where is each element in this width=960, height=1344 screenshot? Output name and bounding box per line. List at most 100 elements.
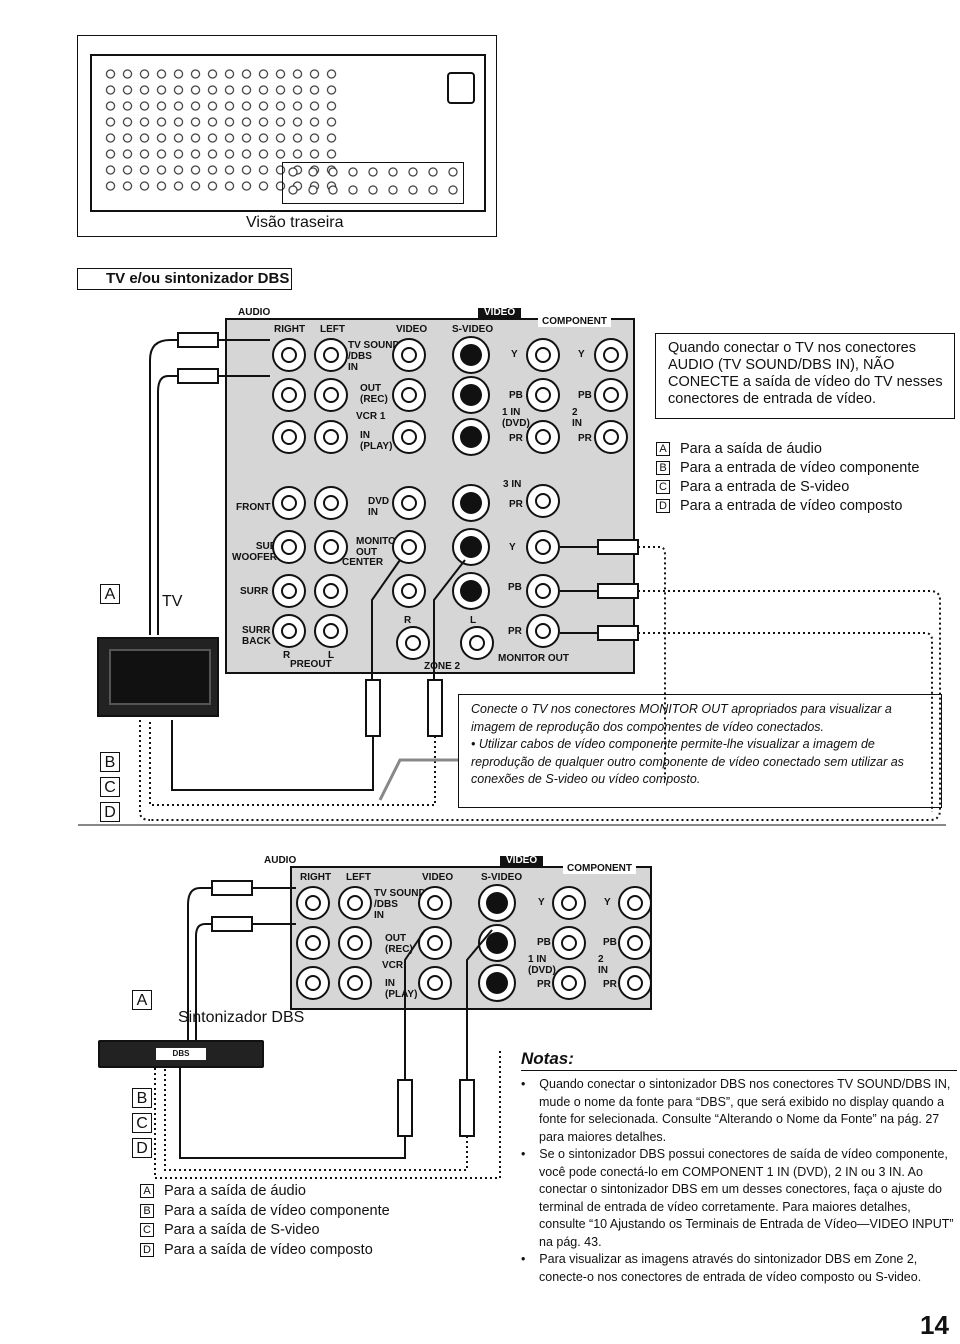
jack-monitor-out-2	[392, 574, 426, 608]
legend-tv-row-d: D Para a entrada de vídeo composto	[656, 497, 956, 516]
rear-jack-row	[282, 162, 464, 204]
rear-view-caption: Visão traseira	[246, 214, 344, 231]
zone2-label: ZONE 2	[424, 661, 461, 672]
right-label: RIGHT	[274, 324, 306, 335]
pr-label-dbs-1: PR	[537, 979, 551, 990]
note-text: Para visualizar as imagens através do si…	[539, 1252, 922, 1284]
jack-surrback-l	[314, 614, 348, 648]
vcr1-label: VCR 1	[356, 411, 386, 422]
preout-label: PREOUT	[290, 659, 332, 670]
legend-text: Para a entrada de vídeo composto	[680, 498, 903, 514]
dbs-side-letter-a: A	[132, 990, 152, 1010]
callout-bullet-content: Utilizar cabos de vídeo componente permi…	[471, 737, 904, 786]
dbs-jack-pb2	[618, 926, 652, 960]
dvd-in-label: DVD IN	[368, 496, 390, 518]
in3-label: 3 IN	[503, 479, 522, 490]
legend-text: Para a entrada de vídeo componente	[680, 460, 920, 476]
component-label-dbs: COMPONENT	[563, 864, 636, 874]
legend-text: Para a saída de vídeo composto	[164, 1241, 373, 1258]
side-letter-b: B	[100, 752, 120, 772]
r-label-b: R	[404, 615, 412, 626]
tv-set	[97, 637, 219, 717]
jack-monitor-y	[526, 530, 560, 564]
dbs-side-letter-b: B	[132, 1088, 152, 1108]
jack-zone2-l	[460, 626, 494, 660]
pb-label-dbs-2: PB	[603, 937, 617, 948]
dbs-jack-y2	[618, 886, 652, 920]
l-label-b: L	[470, 615, 477, 626]
pr-label-dbs-2: PR	[603, 979, 617, 990]
tv-label: TV	[162, 593, 183, 610]
jack-right-2	[272, 378, 306, 412]
note-item-2: • Se o sintonizador DBS possui conectore…	[521, 1147, 954, 1249]
jack-center	[314, 530, 348, 564]
section-heading-tv: TV e/ou sintonizador DBS	[77, 268, 292, 290]
callout-box: Conecte o TV nos conectores MONITOR OUT …	[458, 694, 942, 808]
surr-back-label: SURR BACK	[242, 625, 271, 647]
jack-front-l	[314, 486, 348, 520]
monitor-out-label: MONITOR OUT	[356, 536, 404, 558]
jack-left-3	[314, 420, 348, 454]
dbs-jack-video-3	[418, 966, 452, 1000]
dbs-jack-video-1	[418, 886, 452, 920]
in2-label: 2 IN	[572, 407, 582, 429]
jack-right-3	[272, 420, 306, 454]
left-label-dbs: LEFT	[346, 872, 371, 883]
video-col-label: VIDEO	[396, 324, 428, 335]
jack-monitor-pr	[526, 614, 560, 648]
legend-text: Para a saída de áudio	[680, 441, 822, 457]
right-label-dbs: RIGHT	[300, 872, 332, 883]
svideo-jack-3	[452, 418, 490, 456]
y-label-1: Y	[511, 349, 518, 360]
y-label-3: Y	[509, 542, 516, 553]
video-tab-label-dbs: VIDEO	[500, 856, 544, 866]
notes-title: Notas:	[521, 1049, 574, 1068]
legend-letter: B	[140, 1203, 154, 1218]
note-item-3: • Para visualizar as imagens através do …	[521, 1252, 922, 1284]
left-label: LEFT	[320, 324, 345, 335]
legend-letter: C	[140, 1223, 154, 1238]
in-play-label-dbs: IN (PLAY)	[385, 978, 418, 1000]
dbs-side-letter-d: D	[132, 1138, 152, 1158]
jack-front-r	[272, 486, 306, 520]
jack-video-2	[392, 378, 426, 412]
jack-video-3	[392, 420, 426, 454]
jack-subwoofer	[272, 530, 306, 564]
jack-video-1	[392, 338, 426, 372]
legend-text: Para a saída de áudio	[164, 1183, 306, 1199]
pr-label-2: PR	[578, 433, 592, 444]
jack-left-2	[314, 378, 348, 412]
y-label-dbs-1: Y	[538, 897, 545, 908]
note-text: Quando conectar o sintonizador DBS nos c…	[539, 1077, 951, 1144]
r-label-a: R	[283, 650, 291, 661]
dbs-jack-left-2	[338, 926, 372, 960]
jack-comp-pb2	[594, 378, 628, 412]
callout-main-text: Conecte o TV nos conectores MONITOR OUT …	[471, 702, 892, 734]
legend-letter: C	[656, 480, 670, 495]
dbs-jack-left-1	[338, 886, 372, 920]
audio-tab-label-dbs: AUDIO	[260, 856, 301, 866]
y-label-2: Y	[578, 349, 585, 360]
svideo-jack-4	[452, 572, 490, 610]
tv-sound-label: TV SOUND /DBS IN	[348, 340, 400, 373]
dbs-jack-left-3	[338, 966, 372, 1000]
dbs-svideo-jack-3	[478, 964, 516, 1002]
power-inlet	[447, 72, 475, 104]
jack-dvd-video	[392, 486, 426, 520]
jack-surr-r	[272, 574, 306, 608]
svideo-jack-2	[452, 376, 490, 414]
jack-left-1	[314, 338, 348, 372]
legend-letter: D	[656, 499, 670, 514]
in-play-label: IN (PLAY)	[360, 430, 393, 452]
tv-screen	[109, 649, 211, 705]
legend-letter: D	[140, 1242, 154, 1257]
dbs-svideo-jack-2	[478, 924, 516, 962]
pr-label-1: PR	[509, 433, 523, 444]
dbs-side-letter-c: C	[132, 1113, 152, 1133]
dbs-jack-y1	[552, 886, 586, 920]
